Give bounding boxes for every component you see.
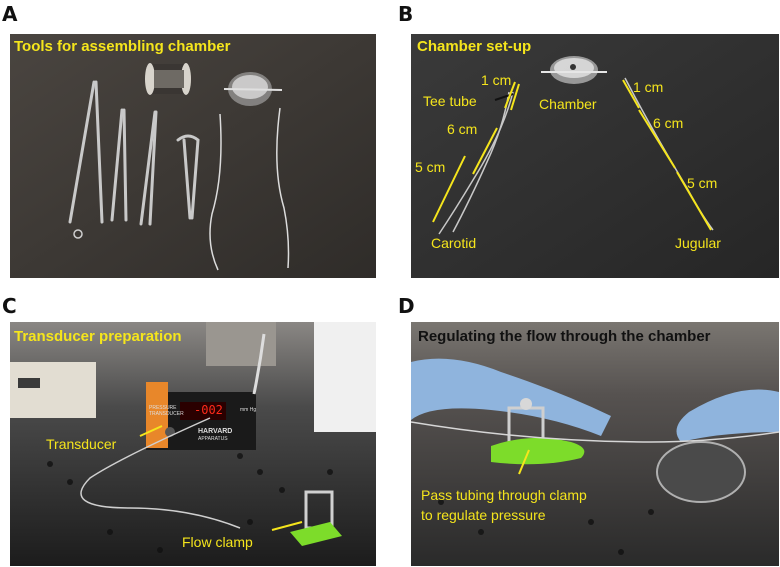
panel-c-title: Transducer preparation	[14, 328, 182, 345]
tools-photo	[10, 34, 376, 278]
wire-spool	[145, 63, 191, 95]
left-glove	[411, 358, 611, 436]
right-glove	[676, 389, 779, 442]
label-clamp-line2: to regulate pressure	[421, 507, 546, 523]
label-1cm-left: 1 cm	[481, 72, 512, 88]
chamber-dish	[223, 72, 283, 106]
panel-a-title: Tools for assembling chamber	[14, 38, 231, 55]
label-clamp-line1: Pass tubing through clamp	[421, 487, 587, 503]
chamber-setup-photo	[411, 34, 779, 278]
label-1cm-right: 1 cm	[633, 79, 664, 95]
label-5cm-left: 5 cm	[415, 159, 446, 175]
panel-b-photo: Chamber set-up 1 cm Tee tube Chamber 1 c…	[411, 34, 779, 278]
background-instrument	[10, 362, 96, 418]
panel-b-title: Chamber set-up	[417, 38, 532, 55]
readout-unit: mm Hg	[240, 407, 257, 413]
label-6cm-left: 6 cm	[447, 121, 478, 137]
label-flow-clamp: Flow clamp	[182, 534, 253, 550]
label-transducer: Transducer	[46, 436, 117, 452]
panel-d-title: Regulating the flow through the chamber	[418, 328, 711, 345]
label-5cm-right: 5 cm	[687, 175, 718, 191]
brand-line2: APPARATUS	[198, 436, 228, 442]
label-jugular: Jugular	[675, 235, 721, 251]
led-readout: -002	[194, 403, 223, 417]
chamber-dish	[541, 56, 607, 84]
label-tee-tube: Tee tube	[423, 93, 477, 109]
panel-letter-c: C	[2, 294, 17, 318]
brand-line1: HARVARD	[198, 428, 233, 435]
measurement-lines	[432, 79, 712, 231]
microscope-base	[314, 322, 376, 432]
panel-d-photo: Regulating the flow through the chamber …	[411, 322, 779, 566]
flow-regulation-photo	[411, 322, 779, 566]
label-chamber: Chamber	[539, 96, 597, 112]
label-6cm-right: 6 cm	[653, 115, 684, 131]
label-carotid: Carotid	[431, 235, 477, 251]
flow-clamp-device	[290, 490, 342, 546]
transducer-photo	[10, 322, 376, 566]
green-tape	[491, 437, 585, 465]
display-label-line1: PRESSURE	[149, 405, 177, 411]
panel-a-photo: Tools for assembling chamber	[10, 34, 376, 278]
panel-letter-d: D	[398, 294, 415, 318]
panel-letter-a: A	[2, 2, 18, 26]
culture-dish	[656, 441, 746, 503]
panel-letter-b: B	[398, 2, 414, 26]
panel-c-photo: PRESSURE TRANSDUCER -002 mm Hg HARVARD A…	[10, 322, 376, 566]
display-label-line2: TRANSDUCER	[149, 411, 184, 417]
